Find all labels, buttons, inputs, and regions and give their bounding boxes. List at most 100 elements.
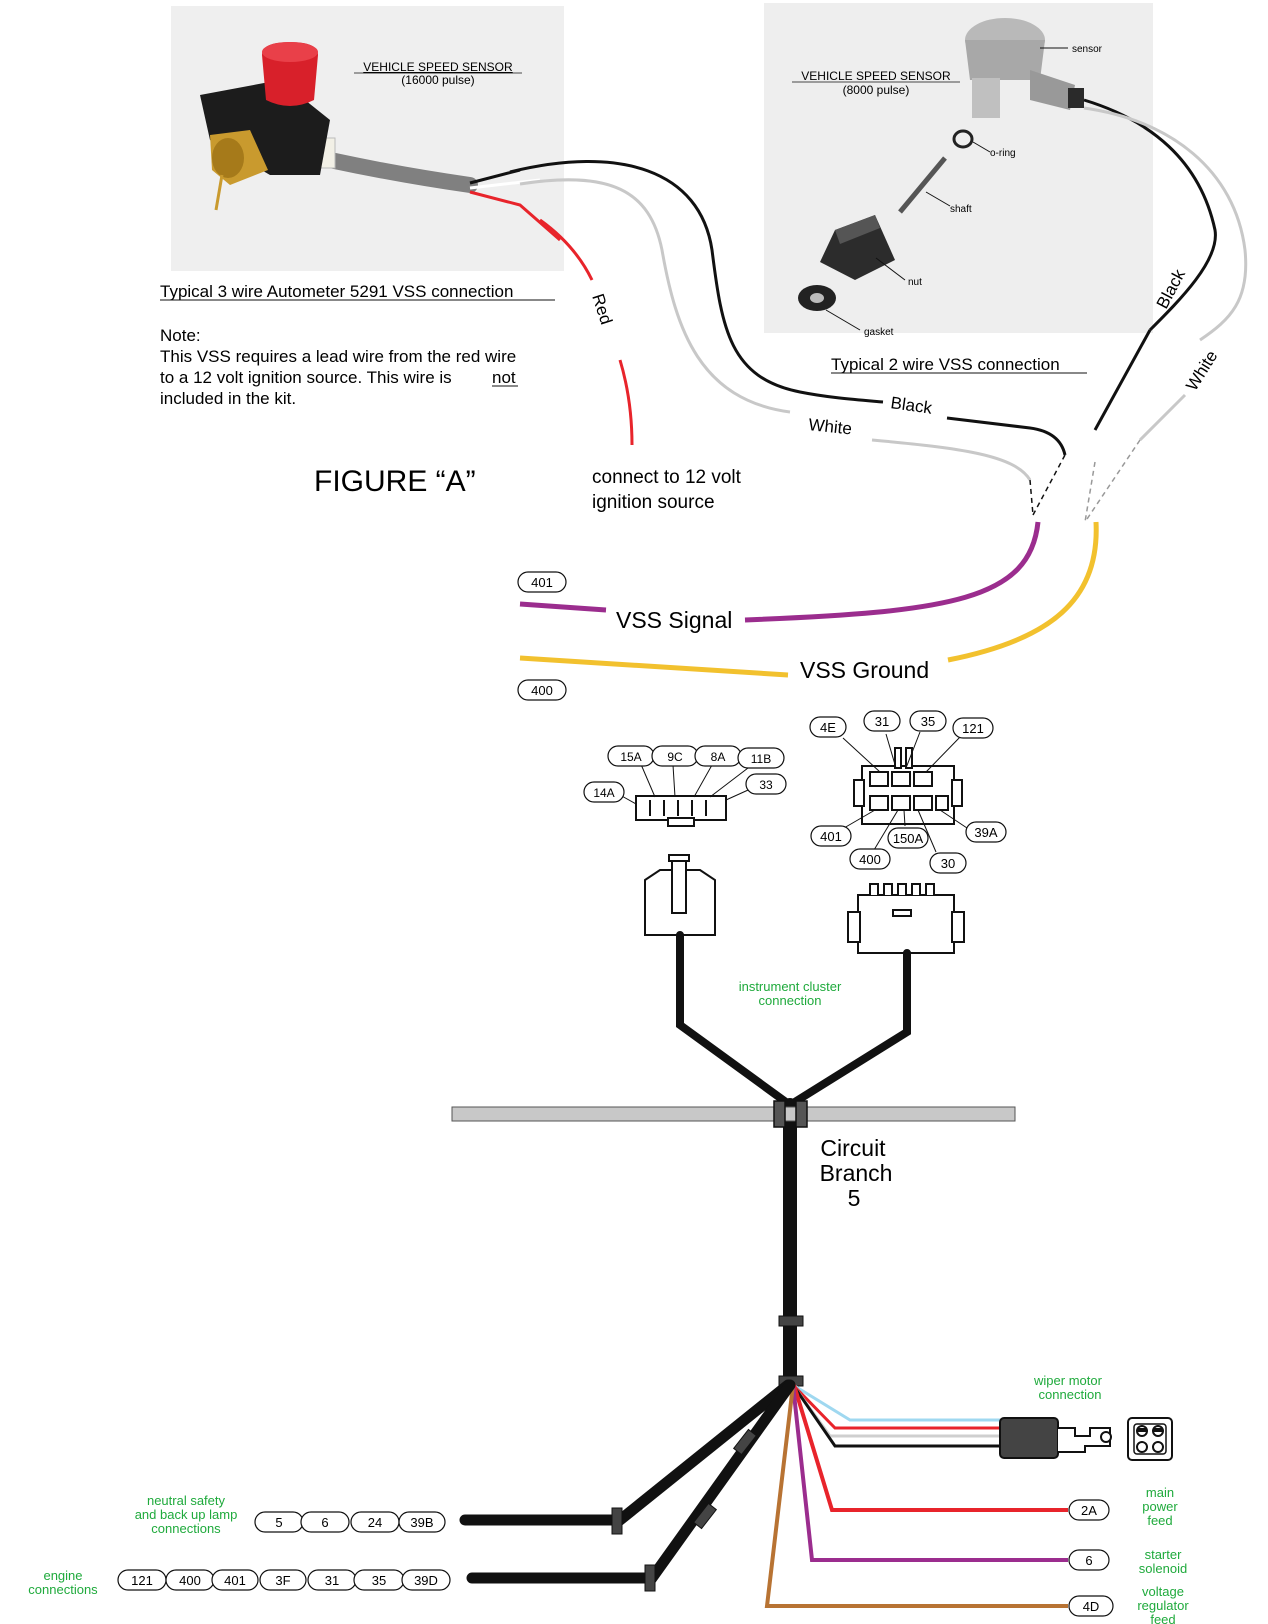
neutral-label-2: and back up lamp [135, 1507, 238, 1522]
starter-label-1: starter [1145, 1547, 1183, 1562]
wire-voltage-regulator [764, 1384, 1068, 1608]
pin-121: 121 [962, 721, 984, 736]
tag-401: 401 [517, 571, 567, 593]
engine-tag-3F: 3F [275, 1573, 290, 1588]
cluster-label-1: instrument cluster [739, 979, 842, 994]
branch-label-1: Circuit [820, 1135, 886, 1161]
sensor-8000-photo [764, 3, 1153, 333]
label-vss-signal: VSS Signal [616, 607, 732, 633]
svg-text:2A: 2A [1081, 1503, 1097, 1518]
wire-main-power [792, 1384, 1068, 1512]
wiper-motor-connector [999, 1417, 1112, 1459]
part-label-o-ring: o-ring [990, 148, 1016, 159]
connector-small-pinout: 15A 9C 8A 11B 14A 33 [583, 745, 787, 827]
engine-tags: 121 400 401 3F 31 35 39D [117, 1569, 451, 1591]
svg-text:4D: 4D [1083, 1599, 1100, 1614]
wire-starter [791, 1384, 1068, 1562]
pin-150A: 150A [893, 831, 924, 846]
regulator-label-2: regulator [1137, 1598, 1189, 1613]
engine-tag-401: 401 [224, 1573, 246, 1588]
label-white-right: White [1182, 347, 1221, 394]
main-power-label-1: main [1146, 1485, 1174, 1500]
label-black-left: Black [889, 393, 933, 418]
wire-white-left [519, 178, 791, 414]
part-label-sensor: sensor [1072, 44, 1103, 55]
cluster-connector-large [847, 883, 965, 954]
pin-39A: 39A [974, 825, 997, 840]
main-power-label-2: power [1142, 1499, 1178, 1514]
ignition-line-2: ignition source [592, 492, 715, 513]
label-white-left: White [808, 415, 853, 438]
note-not: not [492, 368, 516, 387]
harness-trunk [676, 931, 911, 1387]
sensor-16000-photo [171, 6, 564, 271]
neutral-tag-24: 24 [368, 1515, 382, 1530]
svg-text:400: 400 [531, 683, 553, 698]
pin-14A: 14A [593, 786, 614, 800]
regulator-label-1: voltage [1142, 1584, 1184, 1599]
engine-label-2: connections [28, 1582, 98, 1597]
wire-engine-branch [466, 1379, 796, 1584]
pin-401: 401 [820, 829, 842, 844]
pin-33: 33 [759, 778, 773, 792]
neutral-tag-5: 5 [275, 1515, 282, 1530]
label-black-right: Black [1153, 266, 1190, 312]
neutral-label-1: neutral safety [147, 1493, 226, 1508]
neutral-tags: 5 6 24 39B [254, 1511, 446, 1533]
wiper-label-1: wiper motor [1033, 1373, 1103, 1388]
wire-vss-signal [744, 521, 1041, 623]
engine-tag-121: 121 [131, 1573, 153, 1588]
sensor-8000-title: VEHICLE SPEED SENSOR [801, 69, 951, 83]
pin-9C: 9C [667, 750, 683, 764]
tag-2A: 2A [1068, 1499, 1110, 1521]
wire-black-left [509, 160, 884, 404]
part-label-gasket: gasket [864, 327, 894, 338]
branch-label-3: 5 [848, 1185, 861, 1211]
wire-white-right [1083, 106, 1248, 342]
connector-large-pinout: 4E 31 35 121 401 150A 39A 400 30 [809, 710, 1007, 874]
engine-tag-35: 35 [372, 1573, 386, 1588]
ignition-line-1: connect to 12 volt [592, 467, 742, 488]
engine-label-1: engine [43, 1568, 82, 1583]
note-heading: Note: [160, 326, 201, 345]
note-line-3: included in the kit. [160, 389, 296, 408]
pin-30: 30 [941, 856, 955, 871]
engine-tag-400: 400 [179, 1573, 201, 1588]
label-vss-ground: VSS Ground [800, 657, 929, 683]
regulator-label-3: feed [1150, 1612, 1175, 1624]
label-red: Red [588, 291, 616, 327]
figure-title: FIGURE “A” [314, 465, 476, 498]
svg-text:401: 401 [531, 575, 553, 590]
pin-400: 400 [859, 852, 881, 867]
cluster-label-2: connection [759, 993, 822, 1008]
svg-text:6: 6 [1085, 1553, 1092, 1568]
wiper-label-2: connection [1039, 1387, 1102, 1402]
main-power-label-3: feed [1147, 1513, 1172, 1528]
cluster-connector-small [644, 854, 716, 936]
tag-400: 400 [517, 679, 567, 701]
neutral-tag-39B: 39B [410, 1515, 433, 1530]
engine-tag-39D: 39D [414, 1573, 438, 1588]
pin-15A: 15A [620, 750, 641, 764]
part-label-shaft: shaft [950, 204, 972, 215]
tag-4D: 4D [1068, 1595, 1114, 1617]
sensor-16000-caption: Typical 3 wire Autometer 5291 VSS connec… [160, 282, 513, 301]
part-label-nut: nut [908, 277, 922, 288]
neutral-label-3: connections [151, 1521, 221, 1536]
neutral-tag-6: 6 [321, 1515, 328, 1530]
sensor-16000-subtitle: (16000 pulse) [401, 73, 474, 87]
starter-label-2: solenoid [1139, 1561, 1187, 1576]
pin-11B: 11B [751, 752, 771, 766]
sensor-8000-subtitle: (8000 pulse) [843, 83, 910, 97]
sensor-16000-title: VEHICLE SPEED SENSOR [363, 60, 513, 74]
wire-red [539, 218, 594, 281]
note-line-1: This VSS requires a lead wire from the r… [160, 347, 516, 366]
wiper-pin-face [1127, 1417, 1173, 1461]
note-line-2: to a 12 volt ignition source. This wire … [160, 368, 452, 387]
firewall-panel [451, 1106, 1016, 1122]
branch-label-2: Branch [820, 1160, 893, 1186]
pin-8A: 8A [711, 750, 726, 764]
sensor-8000-caption: Typical 2 wire VSS connection [831, 355, 1060, 374]
engine-tag-31: 31 [325, 1573, 339, 1588]
